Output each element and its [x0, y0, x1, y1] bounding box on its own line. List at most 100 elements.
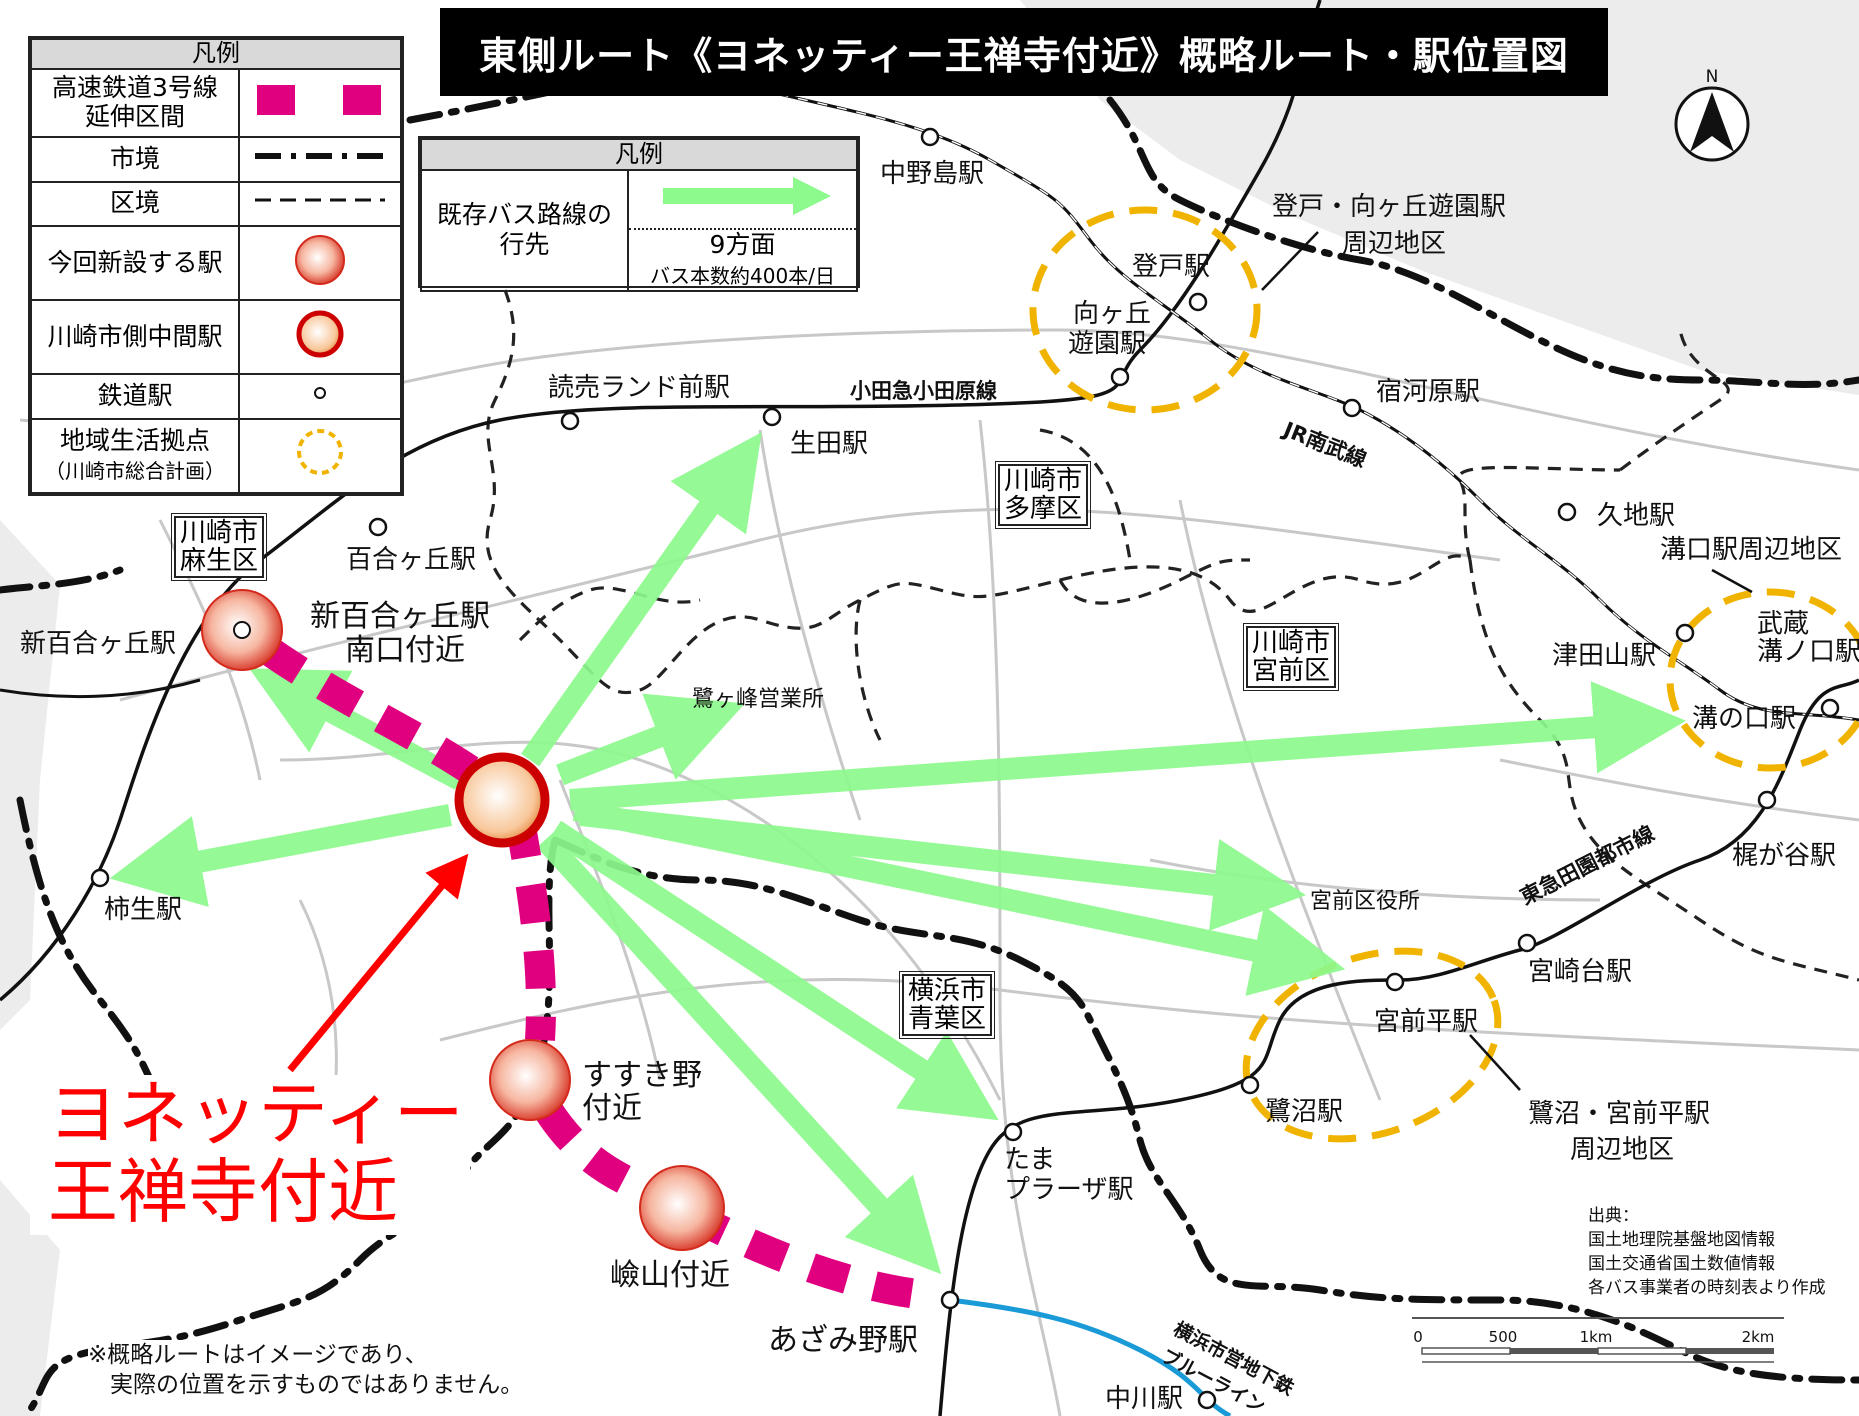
leader-lines — [1261, 231, 1753, 1091]
scale-bar: 0 500 1km 2km — [1412, 1317, 1784, 1363]
bus-arrow-mizonokuchi[interactable] — [569, 681, 1687, 811]
legend-extension-label: 高速鉄道3号線延伸区間 — [30, 67, 240, 139]
bus-arrows[interactable] — [109, 432, 1687, 1275]
map-labels: 中野島駅 登戸駅 向ヶ丘 遊園駅 読売ランド前駅 生田駅 百合ヶ丘駅 新百合ヶ丘… — [20, 159, 1859, 1416]
bus-arrow-shinyuri[interactable] — [249, 668, 466, 790]
legend-bus: 凡例 既存バス路線の行先 9方面バス本数約400本/日 — [418, 136, 860, 292]
new-station-markers[interactable] — [201, 589, 725, 1251]
focus-label: ヨネッティー王禅寺付近 — [30, 1075, 470, 1235]
focus-arrow — [287, 853, 469, 1073]
odakyu-line — [0, 0, 1322, 1002]
station-dot-azamino[interactable] — [940, 1290, 960, 1310]
label-kakio: 柿生駅 — [104, 895, 182, 925]
station-dot-kakio[interactable] — [90, 868, 110, 888]
bus-arrow-tamaplaza[interactable] — [548, 820, 999, 1121]
tokyu-line — [938, 678, 1859, 1416]
station-dot-shukugawara[interactable] — [1342, 398, 1362, 418]
bus-arrow-ikuta[interactable] — [521, 432, 762, 767]
map-title: 東側ルート《ヨネッティー王禅寺付近》概略ルート・駅位置図 — [440, 8, 1608, 96]
label-kajigaya: 梶が谷駅 — [1732, 841, 1836, 871]
intermediate-station-icon — [296, 310, 344, 358]
label-tamaplaza-2: プラーザ駅 — [1004, 1175, 1133, 1205]
label-kuji: 久地駅 — [1597, 501, 1675, 531]
label-saginuma: 鷺沼駅 — [1265, 1097, 1343, 1127]
label-miyazakidai: 宮崎台駅 — [1528, 957, 1632, 987]
label-azamino: あざみ野駅 — [768, 1323, 918, 1358]
station-marker-kemiyama[interactable] — [639, 1165, 725, 1251]
station-dot-yomiuriland[interactable] — [560, 411, 580, 431]
legend-hub-label: 地域生活拠点（川崎市総合計画） — [30, 417, 240, 495]
label-miyamae-office: 宮前区役所 — [1310, 889, 1420, 914]
legend-railway-station-label: 鉄道駅 — [30, 373, 240, 420]
hub-noborito — [1029, 206, 1261, 414]
ward-border-icon — [255, 198, 385, 202]
label-saginumine: 鷺ヶ峰営業所 — [692, 687, 824, 712]
hub-ring-icon — [297, 429, 343, 476]
legend-city-border-label: 市境 — [30, 136, 240, 183]
bus-arrow-saginumine[interactable] — [556, 693, 746, 786]
station-dot-shinyurigaoka — [233, 621, 251, 639]
label-shinyuri-south-1: 新百合ヶ丘駅 — [310, 599, 490, 634]
station-dot-ikuta[interactable] — [762, 407, 782, 427]
station-dot-tamaplaza[interactable] — [1003, 1122, 1023, 1142]
station-dot-kuji[interactable] — [1557, 502, 1577, 522]
station-dot-saginuma[interactable] — [1240, 1075, 1260, 1095]
ward-tama: 川崎市多摩区 — [994, 461, 1092, 529]
label-mukogaoka-1: 向ヶ丘 — [1073, 299, 1151, 329]
svg-text:0: 0 — [1413, 1328, 1423, 1346]
station-dot-kajigaya[interactable] — [1757, 790, 1777, 810]
bus-arrow-azamino[interactable] — [536, 832, 942, 1275]
label-saginuma-area-2: 周辺地区 — [1570, 1135, 1674, 1165]
station-dot-mukogaoka[interactable] — [1110, 367, 1130, 387]
station-marker-susukino[interactable] — [489, 1039, 571, 1121]
station-dot-nakagawa[interactable] — [1197, 1390, 1217, 1410]
label-yomiuriland: 読売ランド前駅 — [548, 373, 730, 403]
station-dot-miyamaedaira[interactable] — [1385, 972, 1405, 992]
label-nakagawa: 中川駅 — [1105, 1384, 1183, 1414]
label-mizonokuchi-area: 溝口駅周辺地区 — [1660, 535, 1842, 565]
label-odakyu: 小田急小田原線 — [850, 379, 997, 403]
station-dot-miyazakidai[interactable] — [1517, 933, 1537, 953]
svg-text:2km: 2km — [1742, 1328, 1775, 1346]
label-noborito-area-2: 周辺地区 — [1342, 229, 1446, 259]
label-shukugawara: 宿河原駅 — [1376, 377, 1480, 407]
station-dot-mizonokuchi[interactable] — [1820, 698, 1840, 718]
hub-saginuma — [1242, 947, 1502, 1143]
station-dots[interactable] — [90, 127, 1840, 1410]
city-border-icon — [255, 152, 385, 159]
hub-rings — [1029, 206, 1859, 1143]
label-ikuta: 生田駅 — [790, 429, 868, 459]
station-dot-nakanoshima[interactable] — [920, 127, 940, 147]
bus-arrow-saginuma[interactable] — [572, 799, 1346, 996]
legend-new-station-label: 今回新設する駅 — [30, 224, 240, 302]
legend-intermediate-label: 川崎市側中間駅 — [30, 299, 240, 376]
bus-arrow-kakio[interactable] — [109, 804, 453, 907]
svg-text:N: N — [1706, 67, 1719, 87]
ward-asao: 川崎市麻生区 — [170, 513, 268, 581]
extension-line-icon — [257, 84, 381, 115]
station-dot-noborito[interactable] — [1188, 292, 1208, 312]
label-susukino-2: 付近 — [582, 1091, 642, 1126]
label-mukogaoka-2: 遊園駅 — [1068, 329, 1146, 359]
bus-legend-label: 既存バス路線の行先 — [420, 168, 629, 292]
label-tamaplaza-1: たま — [1004, 1145, 1055, 1175]
legend-main: 凡例 高速鉄道3号線延伸区間 市境 区境 今回新設する駅 川崎市側中間駅 鉄道駅… — [28, 36, 404, 496]
label-shinyuri-south-2: 南口付近 — [345, 633, 465, 668]
label-noborito-area-1: 登戸・向ヶ丘遊園駅 — [1272, 192, 1506, 222]
label-shinyurigaoka: 新百合ヶ丘駅 — [20, 629, 176, 659]
ward-borders — [485, 289, 1859, 982]
source-credits: 出典： 国土地理院基盤地図情報 国土交通省国土数値情報 各バス事業者の時刻表より… — [1588, 1206, 1826, 1298]
station-dot-tsudayama[interactable] — [1675, 623, 1695, 643]
station-marker-yonettie[interactable] — [454, 752, 550, 848]
disclaimer-note: ※概略ルートはイメージであり、 実際の位置を示すものではありません。 — [88, 1340, 524, 1400]
label-tokyu: 東急田園都市線 — [1516, 821, 1658, 909]
label-musashi-1: 武蔵 — [1757, 609, 1809, 639]
label-jr-nambu: JR南武線 — [1278, 417, 1369, 473]
station-dot-yurigaoka[interactable] — [368, 517, 388, 537]
label-saginuma-area-1: 鷺沼・宮前平駅 — [1528, 1099, 1710, 1129]
legend-ward-border-label: 区境 — [30, 180, 240, 227]
bus-legend-header: 凡例 — [420, 138, 858, 171]
label-tsudayama: 津田山駅 — [1552, 641, 1656, 671]
